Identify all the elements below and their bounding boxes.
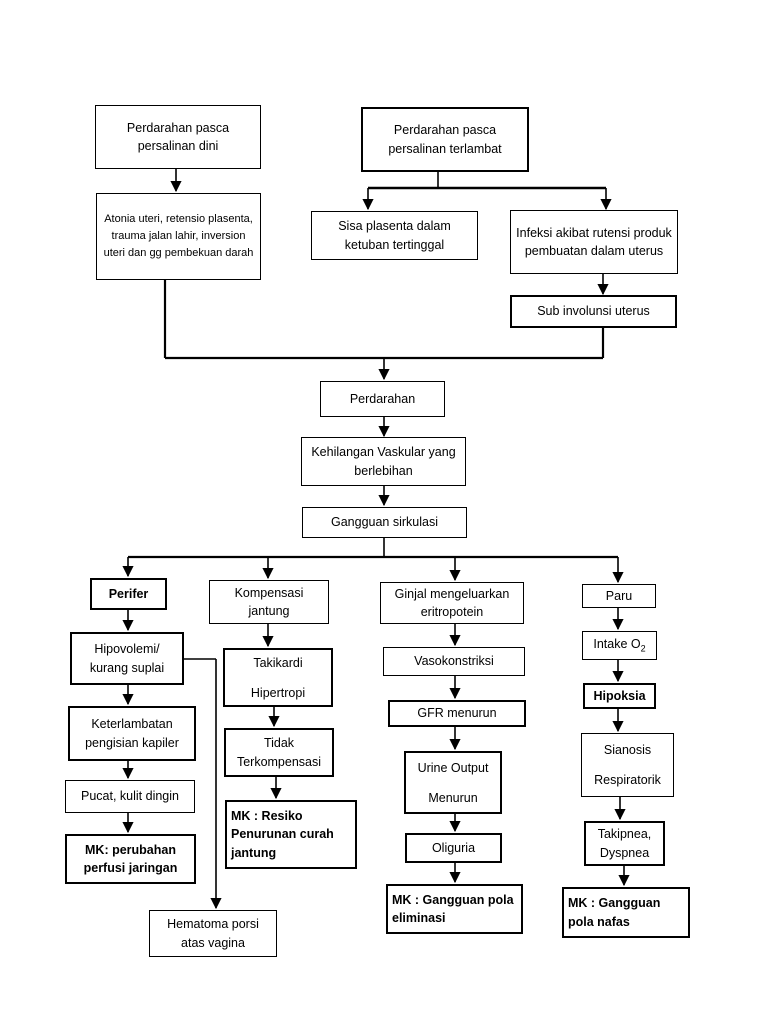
node-label: Takipnea, Dyspnea <box>597 827 652 860</box>
node-label: GFR menurun <box>417 706 497 721</box>
node-label: Ginjal mengeluarkan eritropotein <box>394 586 510 619</box>
node-label: Hematoma porsi atas vagina <box>167 917 259 950</box>
node-label: Sisa plasenta dalam ketuban tertinggal <box>338 219 451 252</box>
node-label: Intake O2 <box>593 637 646 654</box>
node-label: Takikardi Hipertropi <box>250 655 306 700</box>
node-hipovolemi: Hipovolemi/ kurang suplai <box>70 632 184 685</box>
node-label: Vasokonstriksi <box>414 654 494 669</box>
node-label: MK : Gangguan pola eliminasi <box>392 892 514 925</box>
node-atonia-uteri: Atonia uteri, retensio plasenta, trauma … <box>96 193 261 280</box>
node-mk-curah-jantung: MK : Resiko Penurunan curah jantung <box>225 800 357 869</box>
node-takikardi: Takikardi Hipertropi <box>223 648 333 707</box>
node-sianosis: Sianosis Respiratorik <box>581 733 674 797</box>
node-intake-o2: Intake O2 <box>582 631 657 660</box>
node-label: Pucat, kulit dingin <box>81 789 179 804</box>
node-perdarahan-pasca-persalinan-dini: Perdarahan pasca persalinan dini <box>95 105 261 169</box>
node-tidak-terkompensasi: Tidak Terkompensasi <box>224 728 334 777</box>
node-urine-output: Urine Output Menurun <box>404 751 502 814</box>
node-label: MK : Resiko Penurunan curah jantung <box>231 809 334 860</box>
node-oliguria: Oliguria <box>405 833 502 863</box>
node-label: MK : Gangguan pola nafas <box>568 896 661 929</box>
node-kompensasi-jantung: Kompensasi jantung <box>209 580 329 624</box>
node-label: Atonia uteri, retensio plasenta, trauma … <box>103 212 254 260</box>
node-label: Sianosis Respiratorik <box>594 743 661 787</box>
node-gfr-menurun: GFR menurun <box>388 700 526 727</box>
node-vasokonstriksi: Vasokonstriksi <box>383 647 525 676</box>
node-mk-perfusi: MK: perubahan perfusi jaringan <box>65 834 196 884</box>
node-label: Tidak Terkompensasi <box>236 736 322 769</box>
node-gangguan-sirkulasi: Gangguan sirkulasi <box>302 507 467 538</box>
node-label: Oliguria <box>431 840 476 855</box>
node-label: Hipoksia <box>593 688 646 703</box>
node-kehilangan-vaskular: Kehilangan Vaskular yang berlebihan <box>301 437 466 486</box>
node-label: Hipovolemi/ kurang suplai <box>89 642 165 675</box>
node-paru: Paru <box>582 584 656 608</box>
node-sisa-plasenta: Sisa plasenta dalam ketuban tertinggal <box>311 211 478 260</box>
node-infeksi: Infeksi akibat rutensi produk pembuatan … <box>510 210 678 274</box>
node-mk-pola-nafas: MK : Gangguan pola nafas <box>562 887 690 938</box>
node-hipoksia: Hipoksia <box>583 683 656 709</box>
node-pucat: Pucat, kulit dingin <box>65 780 195 813</box>
node-label: Kompensasi jantung <box>234 585 304 618</box>
node-label: Paru <box>605 588 633 603</box>
node-label: Perdarahan <box>349 391 416 406</box>
node-mk-eliminasi: MK : Gangguan pola eliminasi <box>386 884 523 934</box>
node-label: Sub involunsi uterus <box>537 304 650 319</box>
node-label: Kehilangan Vaskular yang berlebihan <box>311 445 456 478</box>
node-label: Perdarahan pasca persalinan terlambat <box>388 123 502 156</box>
node-label: MK: perubahan perfusi jaringan <box>83 842 178 875</box>
node-label: Keterlambatan pengisian kapiler <box>85 717 179 750</box>
node-perdarahan: Perdarahan <box>320 381 445 417</box>
node-sub-involusi: Sub involunsi uterus <box>510 295 677 328</box>
node-perifer: Perifer <box>90 578 167 610</box>
node-hematoma: Hematoma porsi atas vagina <box>149 910 277 957</box>
node-takipnea: Takipnea, Dyspnea <box>584 821 665 866</box>
node-perdarahan-pasca-persalinan-terlambat: Perdarahan pasca persalinan terlambat <box>361 107 529 172</box>
node-keterlambatan: Keterlambatan pengisian kapiler <box>68 706 196 761</box>
node-label: Perdarahan pasca persalinan dini <box>126 120 230 153</box>
node-label: Perifer <box>108 586 149 601</box>
node-ginjal: Ginjal mengeluarkan eritropotein <box>380 582 524 624</box>
node-label: Urine Output Menurun <box>417 760 489 805</box>
node-label: Infeksi akibat rutensi produk pembuatan … <box>516 225 672 258</box>
node-label: Gangguan sirkulasi <box>330 515 438 530</box>
